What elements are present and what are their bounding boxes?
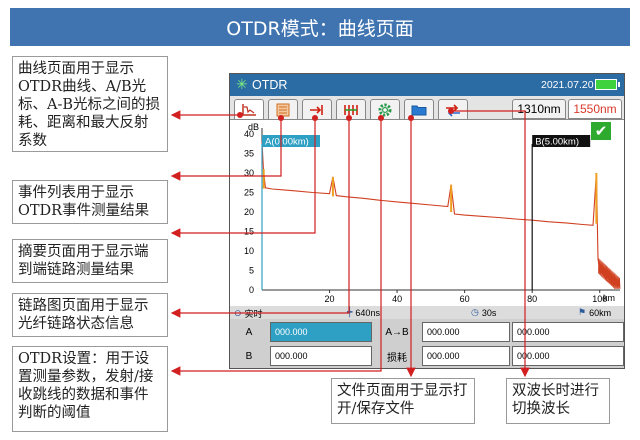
flag-icon: ⚑	[578, 307, 587, 317]
y-tick-label: 5	[249, 266, 254, 276]
status-duration-text: 30s	[481, 307, 497, 318]
y-tick-label: 10	[244, 246, 254, 256]
gear-icon	[378, 103, 392, 116]
status-bar: ⊖实时 ┿640ns ◷30s ⚑60km	[230, 306, 624, 319]
y-tick-label: 25	[244, 188, 254, 198]
device-date: 2021.07.20	[541, 79, 594, 91]
link-map-icon	[344, 104, 358, 115]
y-tick-label: 35	[244, 149, 254, 159]
callout-wavelength-text: 双波长时进行切换波长	[512, 383, 599, 417]
event-list-icon	[276, 103, 290, 116]
status-pulse: ┿640ns	[347, 307, 380, 318]
x-tick-label: 40	[392, 294, 402, 304]
x-tick-label: 80	[527, 294, 537, 304]
device-title: OTDR	[252, 78, 288, 92]
callout-summary-text: 摘要页面用于显示端到端链路测量结果	[18, 244, 149, 278]
tab-switch-wavelength[interactable]	[438, 99, 468, 119]
cursor-b-value[interactable]: 000.000	[270, 346, 372, 366]
cursor-a-label: A(0.00km)	[265, 137, 309, 148]
measurement-table: A 000.000 B 000.000 A→B 000.000 000.000 …	[230, 319, 624, 368]
battery-icon	[595, 79, 620, 90]
callout-events: 事件列表用于显示OTDR事件测量结果	[12, 180, 168, 224]
status-range: ⚑60km	[578, 307, 611, 318]
callout-link-map: 链路图页面用于显示光纤链路状态信息	[12, 293, 168, 337]
tab-curve[interactable]	[234, 99, 264, 119]
page-title: OTDR模式：曲线页面	[10, 8, 630, 46]
pulse-icon: ┿	[347, 307, 353, 317]
cursor-b-label: B(5.00km)	[535, 137, 579, 148]
callout-events-text: 事件列表用于显示OTDR事件测量结果	[18, 185, 150, 219]
x-tick-label: 60	[460, 294, 470, 304]
summary-icon	[310, 104, 323, 115]
callout-summary: 摘要页面用于显示端到端链路测量结果	[12, 239, 168, 283]
otdr-noise-tail	[598, 258, 621, 289]
cursor-b-label: B	[245, 350, 253, 362]
tab-link-map[interactable]	[336, 99, 366, 119]
a-to-b-label: A→B	[385, 326, 409, 338]
callout-file: 文件页面用于显示打开/保存文件	[331, 378, 475, 424]
a-to-b-value-1: 000.000	[422, 322, 510, 342]
y-tick-label: 20	[244, 207, 254, 217]
cursor-a-label: A	[245, 326, 253, 338]
otdr-trace-line	[261, 141, 621, 287]
tab-summary[interactable]	[302, 99, 332, 119]
otdr-logo-icon: ✳	[236, 76, 248, 92]
y-tick-label: 15	[244, 227, 254, 237]
switch-icon	[446, 103, 460, 117]
page-title-text: OTDR模式：曲线页面	[226, 17, 414, 40]
callout-settings: OTDR设置：用于设置测量参数，发射/接收跳线的数据和事件判断的阈值	[12, 346, 168, 432]
x-axis-label: km	[603, 293, 615, 303]
wavelength-1550-button[interactable]: 1550nm	[568, 99, 622, 119]
tab-event-list[interactable]	[268, 99, 298, 119]
loss-value-1: 000.000	[422, 346, 510, 366]
curve-icon	[242, 103, 256, 116]
y-tick-label: 40	[244, 129, 254, 139]
callout-curve: 曲线页面用于显示OTDR曲线、A/B光标、A-B光标之间的损耗、距离和最大反射系…	[12, 56, 168, 152]
status-pulse-text: 640ns	[355, 307, 380, 318]
a-to-b-value-2: 000.000	[512, 322, 624, 342]
tab-settings[interactable]	[370, 99, 400, 119]
device-title-bar: ✳ OTDR 2021.07.20	[230, 74, 624, 96]
tab-file[interactable]	[404, 99, 434, 119]
callout-wavelength: 双波长时进行切换波长	[506, 378, 610, 424]
callout-curve-text: 曲线页面用于显示OTDR曲线、A/B光标、A-B光标之间的损耗、距离和最大反射系…	[18, 61, 161, 149]
x-tick-label: 100	[592, 294, 607, 304]
zoom-icon: ⊖	[234, 308, 242, 318]
wavelength-1310-button[interactable]: 1310nm	[512, 99, 566, 119]
y-tick-label: 30	[244, 168, 254, 178]
loss-label: 损耗	[387, 352, 407, 364]
status-duration: ◷30s	[471, 307, 496, 318]
tab-bar: 1310nm 1550nm	[230, 96, 624, 120]
loss-value-2: 000.000	[512, 346, 624, 366]
cursor-b-label-bg	[532, 135, 591, 147]
check-icon[interactable]: ✔	[591, 122, 611, 140]
folder-icon	[411, 105, 427, 115]
callout-file-text: 文件页面用于显示打开/保存文件	[337, 383, 468, 417]
callout-link-map-text: 链路图页面用于显示光纤链路状态信息	[18, 298, 149, 332]
x-tick-label: 20	[325, 294, 335, 304]
y-tick-label: 0	[249, 285, 254, 295]
status-range-text: 60km	[589, 307, 612, 318]
timer-icon: ◷	[471, 307, 479, 317]
callout-settings-text: OTDR设置：用于设置测量参数，发射/接收跳线的数据和事件判断的阈值	[18, 351, 154, 421]
cursor-a-value[interactable]: 000.000	[270, 322, 372, 342]
